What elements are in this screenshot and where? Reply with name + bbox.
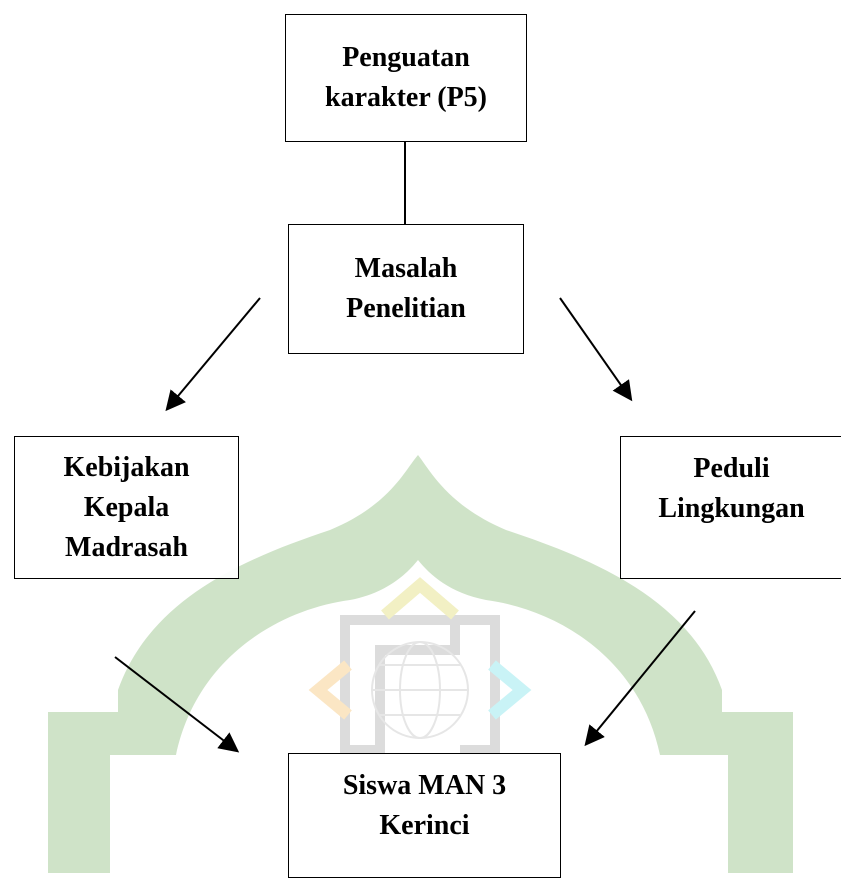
arrow-peduli-to-siswa [584,610,696,747]
node-label: Siswa MAN 3 Kerinci [342,770,507,841]
node-label: Peduli Lingkungan [658,453,805,524]
arrow-kebijakan-to-siswa [114,656,240,753]
node-kebijakan-kepala-madrasah: Kebijakan Kepala Madrasah [14,436,239,579]
node-peduli-lingkungan: Peduli Lingkungan [620,436,841,579]
node-penguatan-karakter: Penguatan karakter (P5) [285,14,527,142]
node-label: Masalah Penelitian [346,253,466,324]
node-masalah-penelitian: Masalah Penelitian [288,224,524,354]
watermark-logo [48,455,793,873]
watermark-arch [48,455,793,873]
node-label: Penguatan karakter (P5) [325,42,487,113]
node-label: Kebijakan Kepala Madrasah [63,451,190,563]
watermark-emblem [308,577,532,755]
arrow-masalah-to-peduli [559,297,633,402]
arrow-masalah-to-kebijakan [165,297,261,412]
node-siswa-man-3-kerinci: Siswa MAN 3 Kerinci [288,753,561,878]
edge-layer [114,142,696,753]
